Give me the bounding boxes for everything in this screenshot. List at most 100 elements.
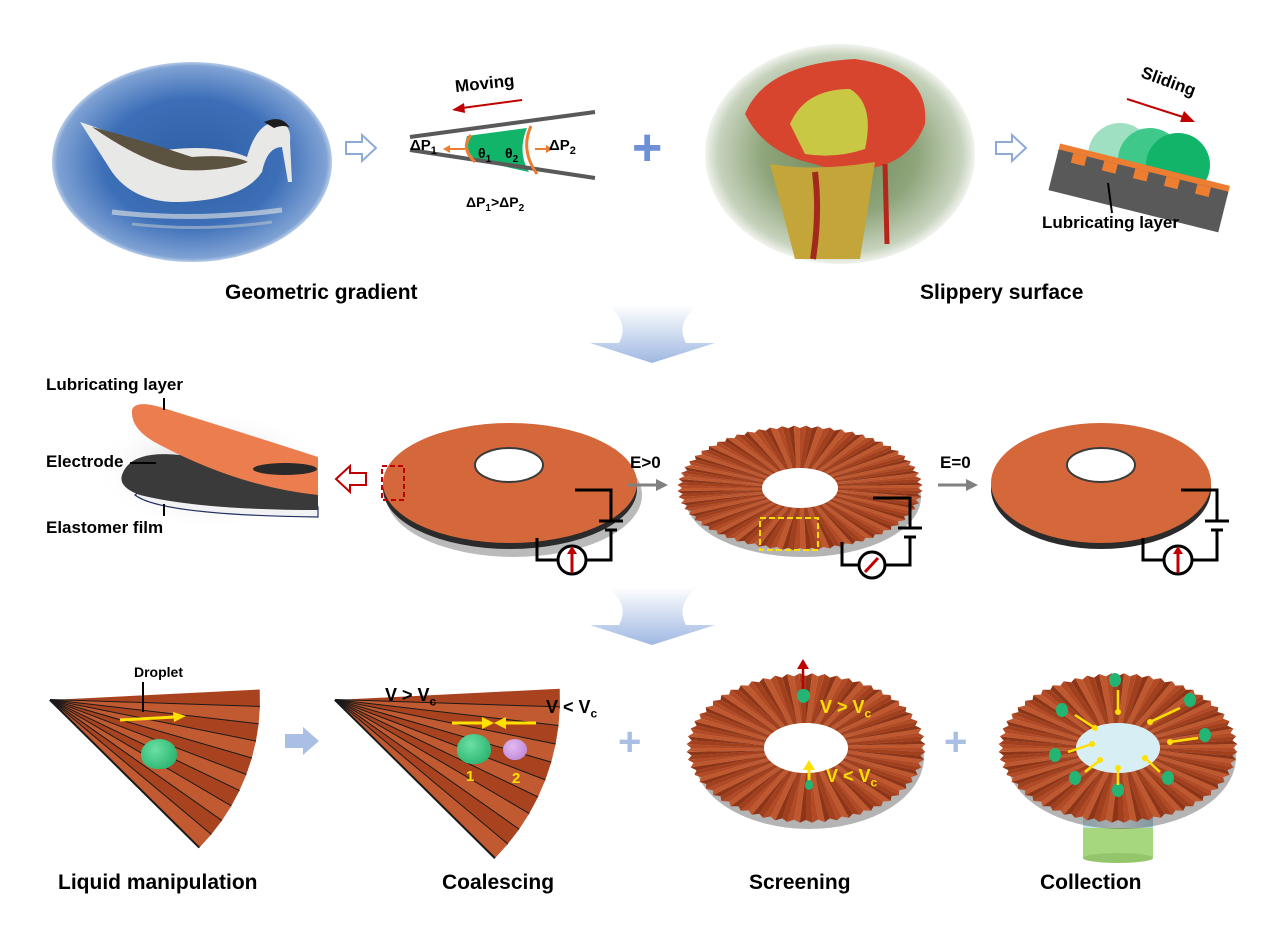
pleat-facet	[837, 484, 923, 488]
pleat-facet	[686, 748, 765, 752]
pleat-facet	[839, 707, 907, 736]
ring-hole	[1076, 723, 1160, 773]
pleat-facet	[678, 491, 763, 500]
pleat-facet	[678, 476, 763, 487]
pleat-facet	[999, 733, 1077, 746]
pleat-facet	[826, 446, 892, 476]
pleat-facet	[694, 454, 769, 479]
pleat-facet	[847, 736, 925, 746]
pleat-facet	[834, 766, 883, 807]
fan-crease	[49, 699, 260, 708]
plus-icon: +	[632, 119, 663, 177]
pleat-facet	[1024, 700, 1085, 734]
pleat-facet	[734, 434, 779, 472]
pleat-facet	[835, 466, 916, 483]
v-greater-label: V > Vc	[385, 685, 436, 709]
circuit-element	[886, 537, 912, 567]
pleat-facet	[1139, 769, 1176, 815]
pleat-facet	[823, 770, 853, 818]
pleat-facet	[694, 718, 768, 741]
theta1-sub: 1	[485, 153, 492, 165]
pleat-facet	[781, 507, 797, 550]
pleat-facet	[814, 431, 856, 471]
pleat-facet	[1082, 675, 1106, 725]
pleat-facet	[837, 478, 922, 487]
pleat-facet	[709, 445, 774, 476]
fan-crease	[334, 699, 496, 859]
pleat-facet	[694, 497, 769, 521]
highlight-box	[759, 517, 819, 551]
pleat-facet	[830, 689, 883, 730]
pleat-facet	[837, 764, 892, 801]
pleat-facet	[830, 689, 882, 728]
yellow-arrow	[1149, 706, 1181, 724]
pleat-facet	[826, 502, 884, 535]
leader-line-elastomer	[163, 504, 165, 516]
pleat-facet	[1130, 770, 1161, 818]
pleat-facet	[1017, 705, 1085, 736]
pleat-facet	[686, 750, 765, 756]
delta-p1-sub: 1	[430, 145, 437, 157]
pleat-facet	[847, 748, 926, 756]
pleat-facet	[759, 770, 794, 818]
pleat-facet	[694, 755, 768, 775]
yellow-arrow-head	[1115, 709, 1121, 715]
caption-screening: Screening	[749, 871, 851, 894]
screen-vl-sub: c	[870, 775, 878, 790]
pleat-facet	[1071, 678, 1101, 726]
pleat-facet	[835, 465, 916, 481]
slippery-surface-diagram	[1048, 123, 1230, 233]
pleat-facet	[1122, 772, 1131, 823]
pleat-facet	[680, 493, 764, 506]
pleat-facet	[740, 685, 785, 728]
pleat-facet	[1060, 769, 1101, 815]
pleat-facet	[1006, 718, 1080, 741]
fan-crease	[49, 699, 200, 849]
pleat-facet	[1099, 772, 1114, 822]
pressure-inequality: ΔP1>ΔP2	[466, 194, 524, 214]
delta-p2-label: ΔP2	[549, 137, 576, 157]
pleat-facet	[701, 449, 771, 477]
pleat-facet	[765, 427, 789, 469]
pleat-facet	[1118, 673, 1131, 724]
screening-v-greater: V > Vc	[820, 697, 871, 721]
pleat-facet	[1151, 762, 1212, 796]
pleat-facet	[1099, 674, 1114, 724]
pleat-facet	[833, 459, 911, 479]
pleat-facet	[1157, 753, 1234, 771]
pleat-facet	[721, 694, 778, 732]
pleat-facet	[677, 484, 762, 488]
pleat-facet	[713, 764, 775, 797]
pleat-facet	[678, 489, 763, 498]
pleat-facet	[712, 700, 773, 734]
screen-vg-sub: c	[864, 706, 872, 721]
pleat-facet	[811, 506, 842, 547]
zoom-in-arrow-icon	[334, 463, 367, 495]
pleat-facet	[817, 434, 866, 472]
pleat-facet	[680, 470, 764, 485]
pleat-facet	[1149, 699, 1211, 732]
red-arrow-up-icon	[797, 659, 809, 689]
pleat-facet	[705, 760, 773, 789]
pleat-facet	[726, 437, 779, 473]
leader-line-electrode	[130, 462, 156, 464]
layer-stack-illustration	[95, 404, 325, 530]
pleat-facet	[720, 695, 775, 732]
pleat-facet	[1011, 712, 1082, 738]
pleat-facet	[1142, 768, 1186, 811]
converging-arrows-icon	[452, 717, 536, 729]
pleat-facet	[823, 769, 861, 815]
pleat-facet	[1139, 685, 1184, 727]
pleat-facet	[1151, 707, 1219, 736]
pleat-facet	[1052, 685, 1097, 728]
label-electrode: Electrode	[46, 452, 124, 471]
pleat-facet	[821, 503, 874, 539]
pitcher-plant-photo	[705, 44, 975, 264]
pleat-facet	[824, 441, 884, 474]
pleat-facet	[817, 434, 864, 471]
pleat-facet	[845, 728, 922, 743]
droplet-label: Droplet	[134, 664, 183, 680]
pleat-facet	[1122, 674, 1137, 724]
pleat-facet	[751, 681, 789, 727]
ineq-a-sub: 1	[485, 202, 491, 214]
